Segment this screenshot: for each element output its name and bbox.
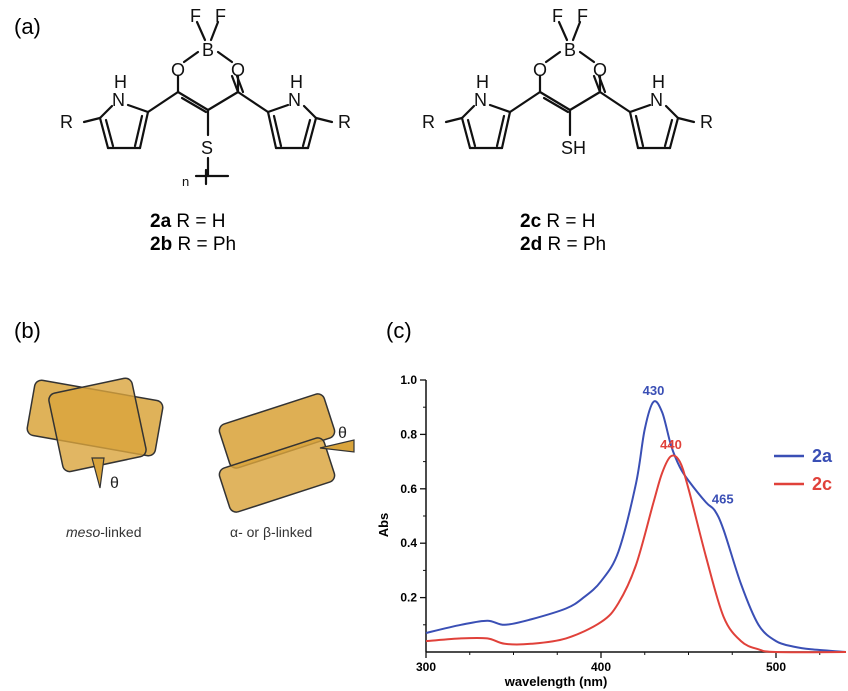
structure-left-atoms: F F B O O H N H N R R S n <box>60 6 351 189</box>
atom-h: H <box>652 72 665 92</box>
structure-left <box>82 20 334 186</box>
meso-linked-caption: meso-linked <box>66 524 141 540</box>
atom-n-subscript: n <box>182 174 189 189</box>
atom-f: F <box>190 6 201 26</box>
linkage-diagrams: θ θ <box>26 377 355 513</box>
atom-n: N <box>112 90 125 110</box>
y-tick-label: 0.6 <box>400 482 417 496</box>
structure-right-atoms: F F B O O H N H N R R SH <box>422 6 713 158</box>
structures-svg: F F B O O H N H N R R S n <box>60 6 713 189</box>
compound-line: 2d R = Ph <box>520 233 606 256</box>
atom-o: O <box>593 60 607 80</box>
meso-italic: meso <box>66 524 101 540</box>
chromophore-rect <box>218 437 336 513</box>
series-line-2a <box>425 400 846 653</box>
alpha-beta-caption: α- or β-linked <box>230 524 313 540</box>
atom-r: R <box>60 112 73 132</box>
chart-axes: 0.2 0.4 0.6 0.8 1.0 300 400 500 <box>400 373 846 674</box>
atom-f: F <box>552 6 563 26</box>
series-line-2c <box>425 454 846 654</box>
atom-n: N <box>474 90 487 110</box>
atom-r: R <box>700 112 713 132</box>
meso-linked-diagram: θ <box>26 377 164 492</box>
x-axis-label: wavelength (nm) <box>504 674 608 689</box>
peak-label: 440 <box>660 437 682 452</box>
atom-r: R <box>338 112 351 132</box>
atom-o: O <box>171 60 185 80</box>
x-tick-label: 300 <box>416 660 436 674</box>
atom-n: N <box>650 90 663 110</box>
y-tick-label: 0.2 <box>400 591 417 605</box>
chromophore-rect <box>48 377 147 473</box>
chart-series <box>425 400 846 654</box>
compound-id: 2d <box>520 234 543 255</box>
atom-n: N <box>288 90 301 110</box>
atom-f: F <box>577 6 588 26</box>
atom-sh: SH <box>561 138 586 158</box>
compound-line: 2b R = Ph <box>150 233 236 256</box>
chart-annotations: 430 440 465 <box>643 383 734 507</box>
peak-label: 430 <box>643 383 665 398</box>
compound-line: 2a R = H <box>150 210 236 233</box>
atom-b: B <box>202 40 214 60</box>
compound-id: 2b <box>150 234 173 255</box>
x-tick-label: 500 <box>766 660 786 674</box>
meso-suffix: -linked <box>100 524 142 540</box>
panel-label-c: (c) <box>386 318 412 343</box>
y-tick-label: 0.4 <box>400 536 417 550</box>
compound-sub: R = H <box>546 211 596 232</box>
angle-wedge <box>319 439 355 453</box>
legend-label: 2c <box>812 474 832 494</box>
legend-label: 2a <box>812 446 833 466</box>
panel-label-a: (a) <box>14 14 41 39</box>
atom-h: H <box>114 72 127 92</box>
structure-right <box>444 20 696 150</box>
atom-f: F <box>215 6 226 26</box>
atom-o: O <box>231 60 245 80</box>
compound-labels-right: 2c R = H 2d R = Ph <box>520 210 606 256</box>
atom-h: H <box>290 72 303 92</box>
compound-line: 2c R = H <box>520 210 606 233</box>
atom-b: B <box>564 40 576 60</box>
atom-r: R <box>422 112 435 132</box>
peak-label: 465 <box>712 492 734 507</box>
y-tick-label: 1.0 <box>400 373 417 387</box>
panel-label-b: (b) <box>14 318 41 343</box>
atom-s: S <box>201 138 213 158</box>
angle-wedge <box>91 457 105 489</box>
compound-id: 2c <box>520 211 542 232</box>
y-tick-label: 0.8 <box>400 427 417 441</box>
x-tick-label: 400 <box>591 660 611 674</box>
y-axis-label: Abs <box>376 513 391 538</box>
compound-sub: R = H <box>176 211 226 232</box>
atom-h: H <box>476 72 489 92</box>
alpha-beta-linked-diagram: θ <box>218 393 355 513</box>
compound-sub: R = Ph <box>177 234 237 255</box>
compound-sub: R = Ph <box>547 234 607 255</box>
theta-label: θ <box>110 475 119 492</box>
atom-o: O <box>533 60 547 80</box>
compound-id: 2a <box>150 211 172 232</box>
compound-labels-left: 2a R = H 2b R = Ph <box>150 210 236 256</box>
theta-label: θ <box>338 425 347 442</box>
